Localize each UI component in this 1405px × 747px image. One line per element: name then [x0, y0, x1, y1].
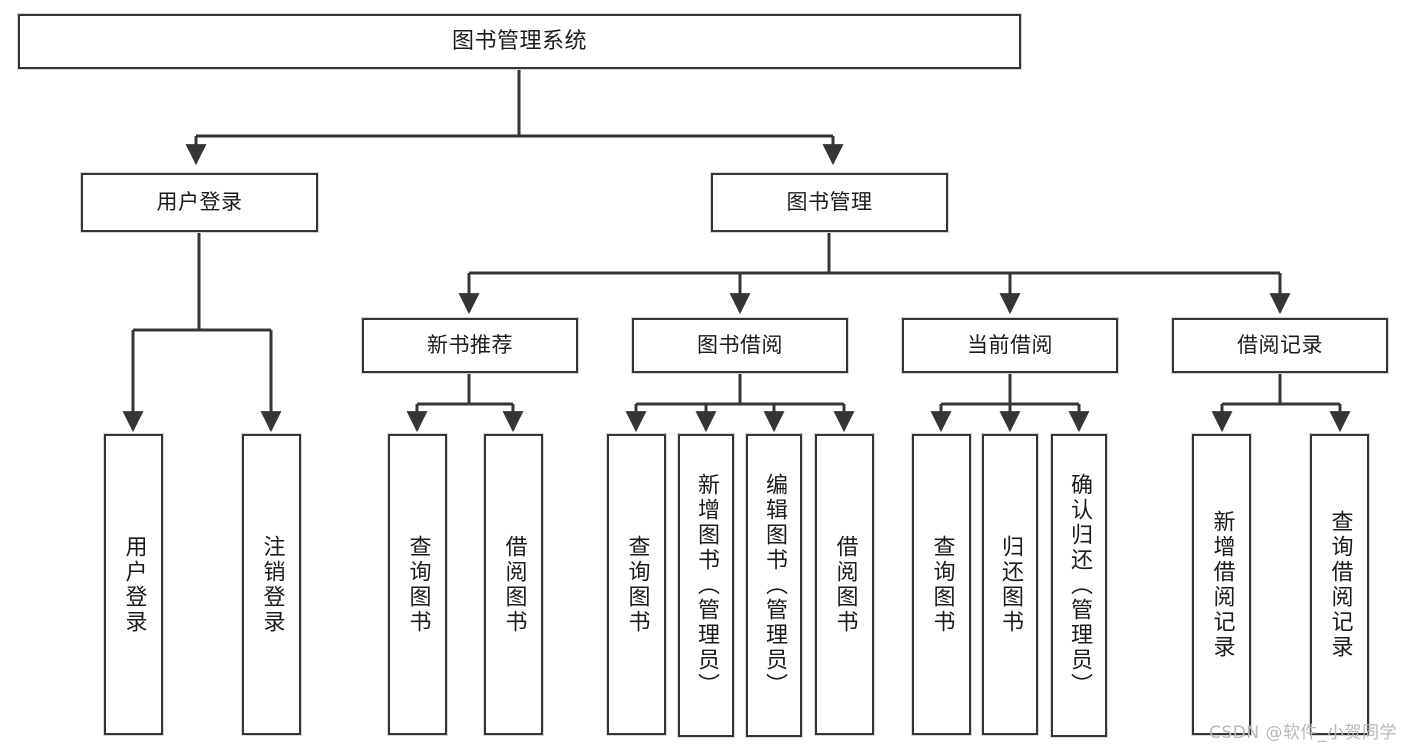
- node-leaf-query-book-1-label: 查询图书: [405, 534, 431, 635]
- node-leaf-add-book-label: 新增图书（管理员）: [694, 473, 719, 698]
- node-leaf-query-book-3[interactable]: 查询图书: [912, 434, 971, 735]
- node-current-borrow[interactable]: 当前借阅: [902, 318, 1118, 373]
- node-leaf-query-record-label: 查询借阅记录: [1327, 509, 1353, 660]
- node-borrow-record-label: 借阅记录: [1237, 333, 1323, 358]
- node-leaf-return-book-label: 归还图书: [998, 534, 1023, 635]
- node-leaf-add-book[interactable]: 新增图书（管理员）: [678, 434, 734, 737]
- node-leaf-query-book-2-label: 查询图书: [624, 534, 650, 635]
- csdn-watermark: CSDN @软件_小贺同学: [1209, 723, 1397, 743]
- node-leaf-query-book-3-label: 查询图书: [929, 534, 955, 635]
- node-book-borrow[interactable]: 图书借阅: [632, 318, 848, 373]
- node-leaf-query-record[interactable]: 查询借阅记录: [1310, 434, 1369, 735]
- node-book-manage[interactable]: 图书管理: [711, 173, 948, 232]
- node-borrow-record[interactable]: 借阅记录: [1172, 318, 1388, 373]
- node-leaf-borrow-book-1[interactable]: 借阅图书: [484, 434, 543, 735]
- node-leaf-logout-login-label: 注销登录: [259, 534, 285, 635]
- node-leaf-confirm-return[interactable]: 确认归还（管理员）: [1051, 434, 1107, 737]
- node-book-borrow-label: 图书借阅: [697, 333, 783, 358]
- node-user-login[interactable]: 用户登录: [81, 173, 318, 232]
- node-leaf-confirm-return-label: 确认归还（管理员）: [1067, 473, 1092, 698]
- node-current-borrow-label: 当前借阅: [967, 333, 1053, 358]
- node-root[interactable]: 图书管理系统: [18, 14, 1021, 69]
- node-leaf-edit-book-label: 编辑图书（管理员）: [762, 473, 787, 698]
- node-leaf-borrow-book-2-label: 借阅图书: [832, 534, 858, 635]
- node-leaf-borrow-book-2[interactable]: 借阅图书: [815, 434, 874, 735]
- node-leaf-logout-login[interactable]: 注销登录: [242, 434, 301, 735]
- node-leaf-add-record[interactable]: 新增借阅记录: [1192, 434, 1251, 735]
- node-leaf-return-book[interactable]: 归还图书: [982, 434, 1038, 735]
- node-leaf-query-book-1[interactable]: 查询图书: [388, 434, 447, 735]
- node-leaf-borrow-book-1-label: 借阅图书: [501, 534, 527, 635]
- node-user-login-label: 用户登录: [156, 190, 243, 215]
- node-leaf-user-login-label: 用户登录: [121, 534, 147, 635]
- node-leaf-add-record-label: 新增借阅记录: [1209, 509, 1235, 660]
- node-leaf-edit-book[interactable]: 编辑图书（管理员）: [746, 434, 802, 737]
- node-book-manage-label: 图书管理: [786, 190, 873, 215]
- node-new-book-rec-label: 新书推荐: [427, 333, 513, 358]
- node-root-label: 图书管理系统: [451, 28, 587, 54]
- node-leaf-query-book-2[interactable]: 查询图书: [607, 434, 666, 735]
- node-new-book-rec[interactable]: 新书推荐: [362, 318, 578, 373]
- node-leaf-user-login[interactable]: 用户登录: [104, 434, 163, 735]
